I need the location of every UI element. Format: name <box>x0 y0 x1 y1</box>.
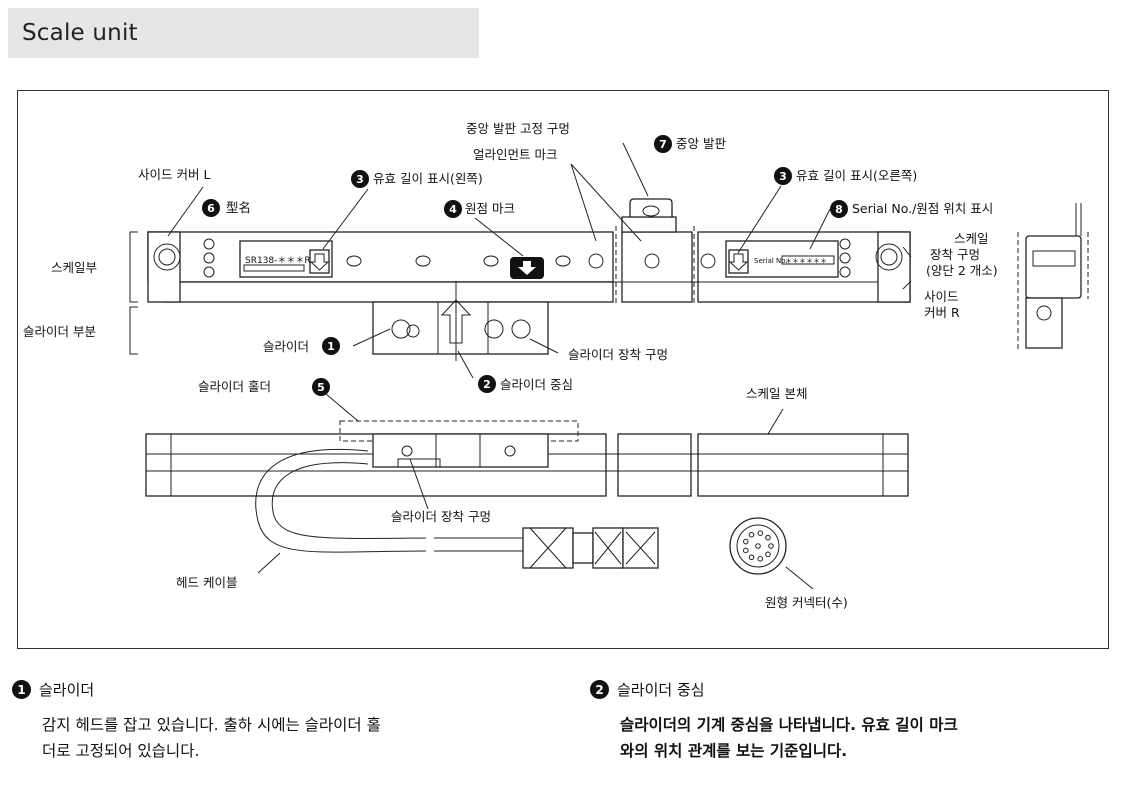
scale-unit-figure: 사이드 커버 L 중앙 발판 고정 구멍 얼라인먼트 마크 중앙 발판 유효 길… <box>17 90 1109 649</box>
description-slider-body: 감지 헤드를 잡고 있습니다. 출하 시에는 슬라이더 홀 더로 고정되어 있습… <box>42 716 381 760</box>
scale-part-bracket <box>129 231 138 303</box>
connector-pin <box>757 556 764 562</box>
label-slider-center: 슬라이더 중심 <box>500 377 573 392</box>
connector-pin <box>748 531 755 538</box>
label-type-name: 型名 <box>226 200 251 215</box>
description-slider-center-title: 슬라이더 중심 <box>617 681 705 699</box>
scale-unit-diagram: 사이드 커버 L 중앙 발판 고정 구멍 얼라인먼트 마크 중앙 발판 유효 길… <box>23 121 1089 610</box>
svg-text:7: 7 <box>659 138 667 151</box>
description-slider-center-head: 2 슬라이더 중심 <box>590 679 1115 700</box>
svg-text:3: 3 <box>356 173 364 186</box>
number-badge-8: 8 <box>830 200 848 218</box>
label-effective-length-right: 유효 길이 표시(오른쪽) <box>796 168 917 183</box>
number-badge-6: 6 <box>202 199 220 217</box>
label-scale-mount-hole-2: 장착 구멍 <box>930 247 980 262</box>
label-alignment-mark: 얼라인먼트 마크 <box>473 147 557 162</box>
description-slider: 1 슬라이더 감지 헤드를 잡고 있습니다. 출하 시에는 슬라이더 홀 더로 … <box>12 679 552 764</box>
section-title: Scale unit <box>22 20 138 46</box>
number-badge-3-right: 3 <box>774 167 792 185</box>
label-slider-part: 슬라이더 부분 <box>23 324 96 339</box>
label-slider: 슬라이더 <box>263 339 309 354</box>
label-scale-body: 스케일 본체 <box>746 386 807 401</box>
svg-text:4: 4 <box>449 203 457 216</box>
number-badge-4: 4 <box>444 200 462 218</box>
connector-pin <box>742 547 749 554</box>
description-slider-title: 슬라이더 <box>39 681 95 699</box>
description-slider-center-number: 2 <box>590 680 609 699</box>
connector-pin <box>748 554 755 561</box>
label-scale-mount-hole-3: (양단 2 개소) <box>926 263 998 278</box>
section-title-bar: Scale unit <box>8 8 479 58</box>
scale-body-bottom <box>145 420 909 575</box>
description-slider-center: 2 슬라이더 중심 슬라이더의 기계 중심을 나타냅니다. 유효 길이 마크 와… <box>590 679 1115 764</box>
number-badge-2: 2 <box>478 375 496 393</box>
connector-pin <box>757 530 764 536</box>
label-side-cover-r-2: 커버 R <box>924 305 960 320</box>
label-round-connector: 원형 커넥터(수) <box>765 595 848 610</box>
svg-text:2: 2 <box>483 378 491 391</box>
label-serial-origin: Serial No./원점 위치 표시 <box>852 201 993 216</box>
label-side-cover-l: 사이드 커버 L <box>138 167 210 182</box>
label-side-cover-r-1: 사이드 <box>924 289 959 304</box>
description-slider-head: 1 슬라이더 <box>12 679 552 700</box>
description-slider-number: 1 <box>12 680 31 699</box>
label-scale-mount-hole-1: 스케일 <box>954 231 989 246</box>
svg-text:8: 8 <box>835 203 843 216</box>
number-badge-5: 5 <box>312 378 330 396</box>
label-center-foot-hole: 중앙 발판 고정 구멍 <box>466 121 570 136</box>
leader-lines <box>167 142 912 590</box>
number-badge-3-left: 3 <box>351 170 369 188</box>
label-effective-length-left: 유효 길이 표시(왼쪽) <box>373 171 483 186</box>
connector-pin <box>742 538 749 545</box>
connector-pin <box>765 534 771 541</box>
label-scale-part: 스케일부 <box>51 260 97 275</box>
scale-side-view <box>1017 203 1089 351</box>
label-center-foot: 중앙 발판 <box>676 136 726 151</box>
slider-part-bracket <box>129 306 138 355</box>
description-slider-center-body: 슬라이더의 기계 중심을 나타냅니다. 유효 길이 마크 와의 위치 관계를 보… <box>620 716 958 760</box>
svg-text:6: 6 <box>207 202 215 215</box>
number-badge-7: 7 <box>654 135 672 153</box>
scale-body-top <box>147 198 911 361</box>
number-badge-1: 1 <box>322 337 340 355</box>
label-slider-holder: 슬라이더 홀더 <box>198 379 271 394</box>
serial-plate-text: Serial No. <box>754 257 788 265</box>
connector-pin <box>755 543 761 549</box>
label-origin-mark: 원점 마크 <box>465 201 515 216</box>
serial-plate-stars: ＊＊＊＊＊＊ <box>785 257 827 265</box>
label-slider-mount-hole: 슬라이더 장착 구멍 <box>568 347 668 362</box>
connector-pin <box>765 551 771 558</box>
model-plate-text: SR138-＊＊＊R <box>245 256 311 266</box>
connector-pins <box>742 530 774 562</box>
svg-text:3: 3 <box>779 170 787 183</box>
connector-pin <box>768 543 774 549</box>
label-slider-mount-hole-2: 슬라이더 장착 구멍 <box>391 509 491 524</box>
svg-text:5: 5 <box>317 381 325 394</box>
svg-text:1: 1 <box>327 340 335 353</box>
label-head-cable: 헤드 케이블 <box>176 575 237 590</box>
